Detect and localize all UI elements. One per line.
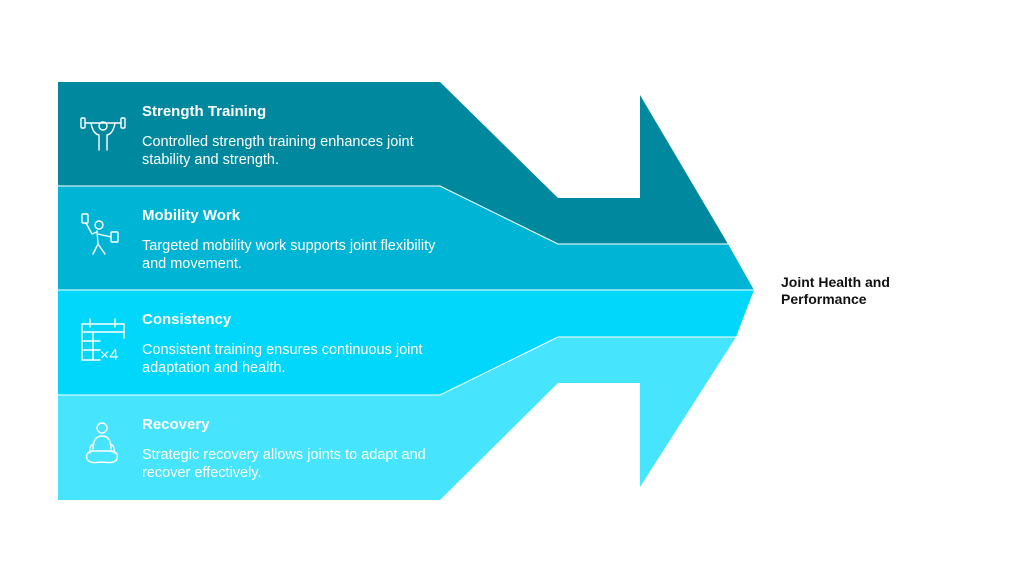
block-title: Strength Training xyxy=(142,103,267,120)
separator-line xyxy=(58,336,736,396)
block-title: Recovery xyxy=(142,416,210,433)
block-description: Strategic recovery allows joints to adap… xyxy=(142,447,426,481)
block-consistency: ×4 Consistency Consistent training ensur… xyxy=(58,290,458,394)
band-strength xyxy=(58,82,728,244)
separator-line xyxy=(58,185,728,245)
block-title: Mobility Work xyxy=(142,207,241,224)
meditation-icon xyxy=(85,422,119,464)
calendar-repeat-icon: ×4 xyxy=(81,318,125,364)
block-strength-training: Strength Training Controlled strength tr… xyxy=(58,82,458,186)
stretching-figure-icon xyxy=(81,213,119,255)
repeat-count-label: ×4 xyxy=(100,347,118,364)
result-label: Joint Health and Performance xyxy=(781,274,890,307)
block-title: Consistency xyxy=(142,311,232,328)
band-consistency xyxy=(58,290,754,395)
block-recovery: Recovery Strategic recovery allows joint… xyxy=(58,395,458,499)
block-description: Consistent training ensures continuous j… xyxy=(142,342,423,376)
block-description: Controlled strength training enhances jo… xyxy=(142,134,414,168)
block-description: Targeted mobility work supports joint fl… xyxy=(142,238,436,272)
band-recovery xyxy=(58,337,736,500)
block-mobility-work: Mobility Work Targeted mobility work sup… xyxy=(58,186,458,290)
band-mobility xyxy=(58,186,754,290)
weightlifter-icon xyxy=(80,117,126,151)
